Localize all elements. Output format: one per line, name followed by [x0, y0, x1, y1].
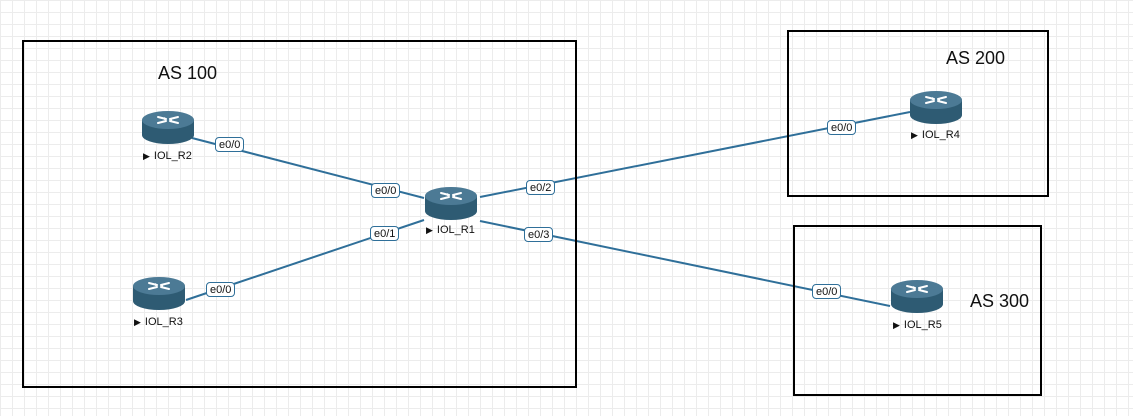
as-200-label: AS 200 — [946, 48, 1006, 68]
router-r4[interactable] — [910, 90, 970, 150]
port-r1-e0-3[interactable]: e0/3 — [524, 227, 554, 242]
router-r3-label[interactable]: ▶IOL_R3 — [134, 316, 183, 328]
router-icon — [133, 277, 185, 310]
router-r5-label[interactable]: ▶IOL_R5 — [893, 319, 942, 331]
port-r3-e0-0[interactable]: e0/0 — [206, 282, 236, 297]
play-triangle-icon: ▶ — [911, 130, 918, 140]
router-icon — [891, 280, 943, 313]
play-triangle-icon: ▶ — [134, 317, 141, 327]
as-100-area[interactable] — [22, 40, 577, 388]
router-r3[interactable] — [133, 276, 193, 336]
router-r5[interactable] — [891, 279, 951, 339]
play-triangle-icon: ▶ — [893, 320, 900, 330]
play-triangle-icon: ▶ — [426, 225, 433, 235]
router-r4-label[interactable]: ▶IOL_R4 — [911, 129, 960, 141]
router-icon — [425, 187, 477, 220]
port-r1-e0-0[interactable]: e0/0 — [371, 183, 401, 198]
as-300-label: AS 300 — [970, 291, 1030, 311]
port-r4-e0-0[interactable]: e0/0 — [827, 120, 857, 135]
router-r1[interactable] — [425, 186, 485, 246]
router-icon — [142, 111, 194, 144]
port-r2-e0-0[interactable]: e0/0 — [215, 137, 245, 152]
as-100-label: AS 100 — [158, 63, 218, 83]
play-triangle-icon: ▶ — [143, 151, 150, 161]
router-icon — [910, 91, 962, 124]
port-r1-e0-1[interactable]: e0/1 — [370, 226, 400, 241]
port-r5-e0-0[interactable]: e0/0 — [812, 284, 842, 299]
router-r1-label[interactable]: ▶IOL_R1 — [426, 224, 475, 236]
as-200-area[interactable] — [787, 30, 1049, 197]
router-r2[interactable] — [142, 110, 202, 170]
router-r2-label[interactable]: ▶IOL_R2 — [143, 150, 192, 162]
as-300-area[interactable] — [793, 225, 1042, 396]
port-r1-e0-2[interactable]: e0/2 — [526, 180, 556, 195]
